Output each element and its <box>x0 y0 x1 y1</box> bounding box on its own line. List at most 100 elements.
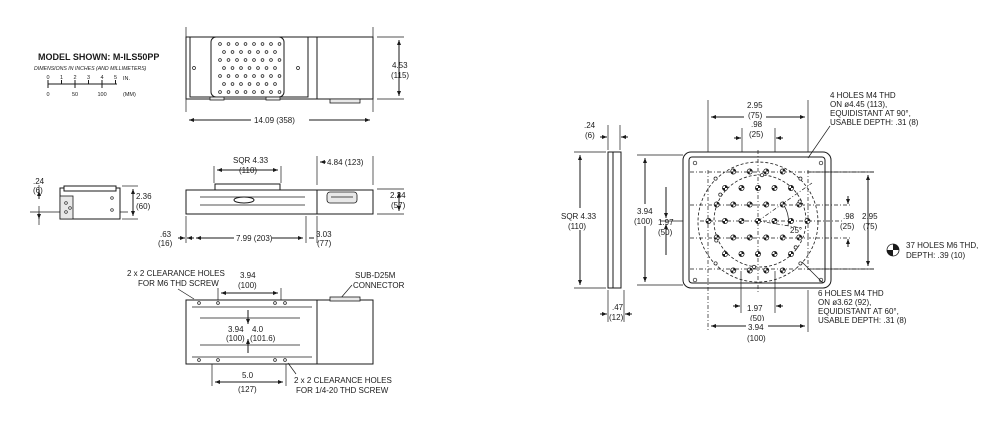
m6-hole-quadrant <box>782 168 786 172</box>
m6-hole-quadrant <box>741 218 745 221</box>
m6-hole <box>771 218 778 224</box>
dim-end-height-in: 2.36 <box>136 192 152 201</box>
dim-end-thick-mm: (6) <box>33 186 43 195</box>
top-view-hole <box>218 74 222 78</box>
top-view-hole <box>247 50 252 54</box>
m6-hole-quadrant <box>730 171 734 175</box>
top-view-hole <box>273 82 277 86</box>
m6-hole-quadrant <box>747 237 750 241</box>
m4-hole-bolt-circle <box>797 199 802 204</box>
top-view-hole <box>247 66 252 70</box>
m6-hole <box>746 201 753 208</box>
dim-face-197-in: 1.97 <box>658 218 674 227</box>
top-view-hole <box>243 58 248 62</box>
m6-hole <box>722 218 728 224</box>
dim-bottom-vert-a-in: 3.94 <box>228 325 244 334</box>
dim-end-height-mm: (60) <box>136 202 151 211</box>
dim-face-394-mm: (100) <box>634 217 653 226</box>
model-title: MODEL SHOWN: M-ILS50PP <box>38 52 159 62</box>
m6-hole-quadrant <box>791 185 794 188</box>
note-6-holes-1: 6 HOLES M4 THD <box>818 289 884 298</box>
m6-hole-quadrant <box>780 270 783 274</box>
m6-hole-quadrant <box>722 254 725 257</box>
m6-hole-quadrant <box>725 251 728 254</box>
top-view-hole <box>252 42 256 46</box>
m6-hole-quadrant <box>722 221 725 224</box>
top-view-hole-grid <box>218 42 282 94</box>
top-view-hole <box>247 82 252 86</box>
m6-hole <box>788 185 794 191</box>
m6-hole-quadrant <box>788 221 791 224</box>
dim-side-height-in: 2.24 <box>390 191 406 200</box>
m4-hole-outer <box>713 176 718 181</box>
dim-carriage-sqr-in: SQR 4.33 <box>561 212 597 221</box>
scale-inch-unit: IN. <box>123 76 131 82</box>
scale-mm-unit: (MM) <box>123 92 136 98</box>
note-4-holes-2: ON ø4.45 (113), <box>830 100 887 109</box>
dim-face-394-in: 3.94 <box>637 207 653 216</box>
m6-hole <box>746 168 753 175</box>
m6-hole-quadrant <box>782 267 786 271</box>
m4-hole-bolt-circle <box>714 238 719 243</box>
carriage-hole-pattern <box>705 168 811 274</box>
top-view-hole <box>235 58 239 62</box>
top-view-hole <box>226 42 231 46</box>
top-view-hole <box>239 66 243 70</box>
m6-hole-quadrant <box>763 237 767 241</box>
dim-side-base-mm: (16) <box>158 239 173 248</box>
m6-hole-quadrant <box>733 201 736 205</box>
m6-hole-quadrant <box>749 168 753 172</box>
dim-carriage-bot-mm: (12) <box>609 313 624 322</box>
note-imp-clearance-1: 2 x 2 CLEARANCE HOLES <box>294 376 392 385</box>
m6-hole <box>771 251 778 257</box>
top-view-hole <box>277 90 282 94</box>
dim-side-height-mm: (57) <box>391 201 406 210</box>
dim-bottom-spacing-mm: (127) <box>238 385 257 394</box>
dim-top-height-mm: (115) <box>391 71 409 80</box>
m6-hole <box>730 234 737 241</box>
top-view-hole <box>230 66 235 70</box>
m6-hole <box>730 267 737 274</box>
dim-side-end-mm: (77) <box>317 239 332 248</box>
m6-hole-quadrant <box>799 234 802 238</box>
m6-hole <box>730 201 737 208</box>
scale-inch-tick-label: 0 <box>47 75 50 81</box>
m6-hole-quadrant <box>766 168 769 172</box>
dim-face-r295-in: 2.95 <box>862 212 878 221</box>
note-connector-1: SUB-D25M <box>355 271 396 280</box>
dim-bottom-vert-b-in: 4.0 <box>252 325 264 334</box>
m4-hole-outer <box>713 261 718 266</box>
top-view-hole <box>273 66 277 70</box>
m6-hole-quadrant <box>755 254 758 257</box>
top-view-hole <box>218 58 222 62</box>
scale-mm-tick-label: 100 <box>98 92 107 98</box>
top-view-hole <box>277 42 282 46</box>
top-view-hole <box>269 90 273 94</box>
dim-end-thick-in: .24 <box>33 177 45 186</box>
m6-hole-quadrant <box>741 185 745 188</box>
carriage-face-view: 3.94 (100) 1.97 (50) 2.95 (75) .98 (25) … <box>634 91 978 343</box>
top-view-hole <box>222 82 226 86</box>
dim-carriage-sqr-mm: (110) <box>568 222 586 231</box>
m6-hole <box>738 185 745 191</box>
m6-hole-quadrant <box>730 204 734 208</box>
m6-hole-quadrant <box>774 251 778 254</box>
top-view-hole <box>239 50 243 54</box>
m6-hole-quadrant <box>755 221 758 224</box>
dim-face-top98-in: .98 <box>751 120 763 129</box>
m4-hole-outer <box>798 261 803 266</box>
dim-side-end-in: 3.03 <box>316 230 332 239</box>
top-view-hole <box>277 58 282 62</box>
dim-side-travel: 7.99 (203) <box>236 234 273 243</box>
m6-hole-quadrant <box>766 201 769 205</box>
top-view-hole <box>230 50 235 54</box>
m6-hole <box>796 234 803 241</box>
m6-hole-quadrant <box>705 221 709 224</box>
note-m6-clearance-2: FOR M6 THD SCREW <box>138 279 219 288</box>
m6-hole <box>763 201 770 208</box>
m6-hole <box>705 218 712 224</box>
m6-hole <box>722 251 728 257</box>
m6-hole <box>804 218 811 224</box>
m6-hole-quadrant <box>771 188 775 191</box>
